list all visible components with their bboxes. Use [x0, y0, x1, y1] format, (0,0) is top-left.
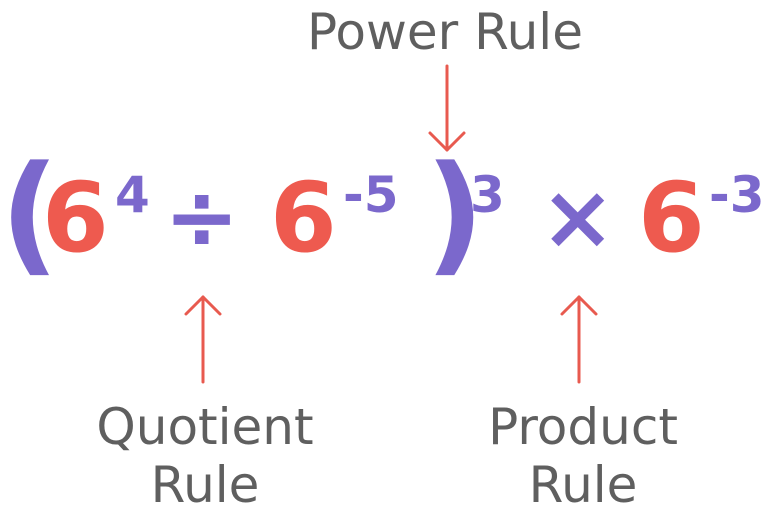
base-six-third: 6	[638, 162, 705, 274]
multiply-sign: ×	[540, 165, 616, 270]
exponent-negative-three: -3	[709, 166, 765, 224]
base-six-first: 6	[42, 162, 109, 274]
quotient-rule-label-line-1: Quotient	[96, 398, 314, 456]
divide-sign: ÷	[164, 165, 240, 270]
product-rule-arrow	[560, 295, 598, 384]
product-rule-label-line-1: Product	[488, 398, 678, 456]
product-rule-label-line-2: Rule	[528, 456, 638, 514]
open-parenthesis: (	[0, 137, 60, 289]
exponent-four: 4	[115, 166, 150, 224]
base-six-second: 6	[270, 162, 337, 274]
quotient-rule-label-line-2: Rule	[150, 456, 260, 514]
quotient-rule-arrow	[184, 295, 222, 384]
outer-exponent-three: 3	[470, 166, 505, 224]
product-rule-label: Product Rule	[418, 398, 748, 514]
power-rule-label: Power Rule	[307, 3, 583, 61]
power-rule-arrow	[428, 64, 466, 152]
quotient-rule-label: Quotient Rule	[40, 398, 370, 514]
exponent-negative-five: -5	[343, 166, 399, 224]
close-parenthesis: )	[425, 137, 485, 289]
